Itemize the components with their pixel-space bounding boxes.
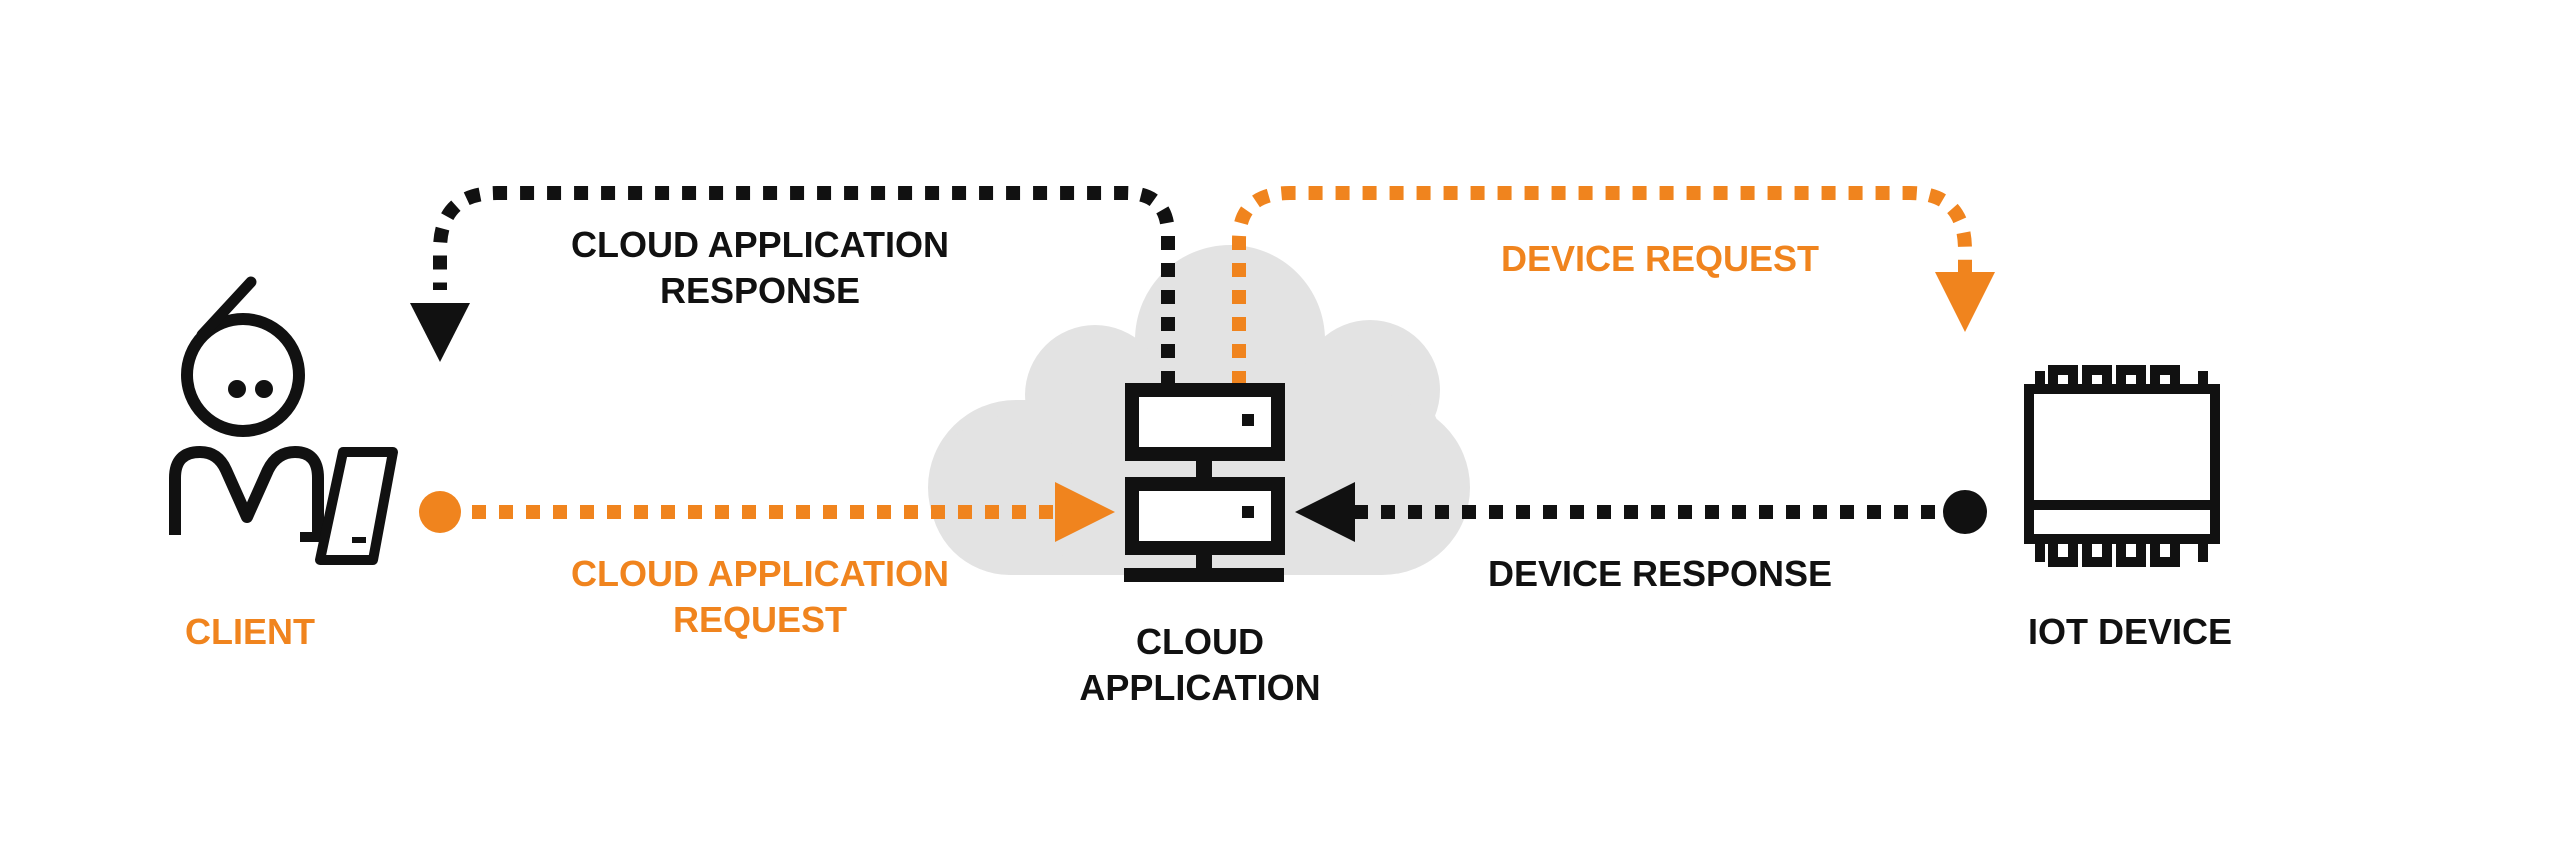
cloud-app-response-label: CLOUD APPLICATION RESPONSE: [520, 222, 1000, 314]
device-request-arrowhead: [1935, 272, 1995, 332]
device-response-start-dot: [1943, 490, 1987, 534]
client-label: CLIENT: [140, 609, 360, 655]
cloud-app-request-label-line1: CLOUD APPLICATION: [571, 553, 949, 594]
iot-device-label-text: IOT DEVICE: [2027, 611, 2233, 652]
cloud-application-label-line2: APPLICATION: [1079, 667, 1321, 708]
client-label-text: CLIENT: [185, 611, 315, 652]
person-with-phone-icon: [169, 276, 398, 565]
cloud-app-response-arrowhead: [410, 303, 470, 362]
device-response-arrowhead: [1295, 482, 1355, 542]
device-response-label: DEVICE RESPONSE: [1400, 551, 1920, 597]
cloud-app-request-label-line2: REQUEST: [672, 599, 848, 640]
device-response-label-line1: DEVICE RESPONSE: [1487, 553, 1833, 594]
iot-device-label: IOT DEVICE: [1990, 609, 2270, 655]
cloud-app-request-start-dot: [419, 491, 461, 533]
device-request-label-line1: DEVICE REQUEST: [1500, 238, 1820, 279]
cloud-app-request-arrowhead: [1055, 482, 1115, 542]
cloud-app-response-label-line1: CLOUD APPLICATION: [571, 224, 949, 265]
cloud-app-response-arrow-line: [433, 186, 1175, 385]
device-request-label: DEVICE REQUEST: [1400, 236, 1920, 282]
cloud-app-request-label: CLOUD APPLICATION REQUEST: [520, 551, 1000, 643]
device-request-arrow-line: [1232, 186, 1972, 385]
cloud-app-response-label-line2: RESPONSE: [659, 270, 861, 311]
microchip-icon: [2024, 365, 2220, 567]
server-cloud-icon: [1124, 383, 1285, 582]
cloud-application-label: CLOUD APPLICATION: [1040, 619, 1360, 711]
cloud-application-label-line1: CLOUD: [1136, 621, 1264, 662]
